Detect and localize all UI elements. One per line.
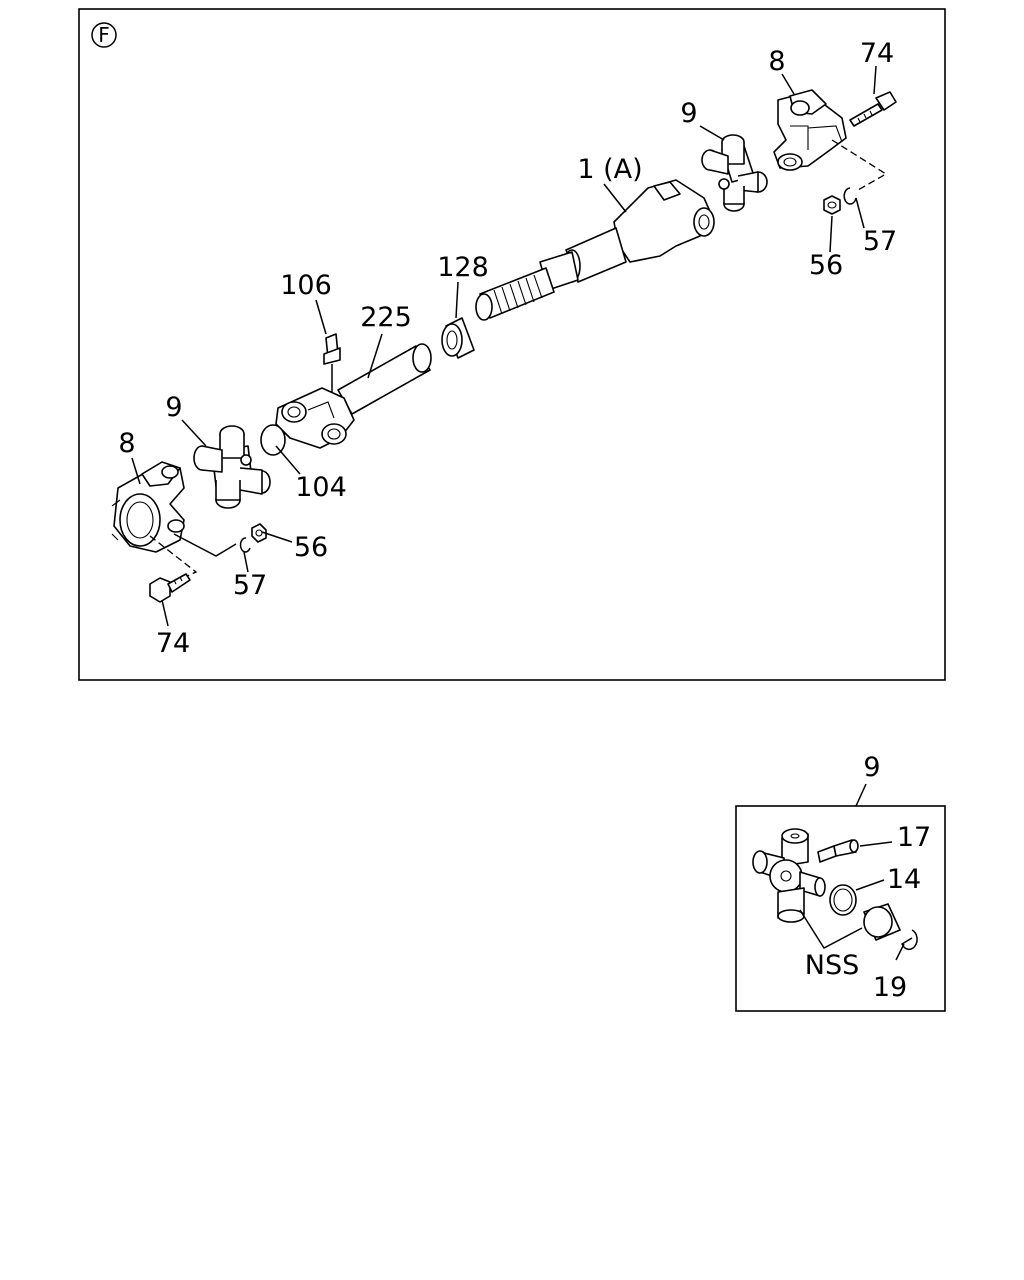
detail-view-title: 9 bbox=[863, 752, 880, 783]
flange-yoke-left bbox=[111, 461, 185, 553]
spider-left bbox=[193, 425, 271, 509]
tube-yoke bbox=[275, 387, 355, 449]
detail-callout-grease-nipple: 17 bbox=[897, 822, 931, 853]
callout-slip-tube: 225 bbox=[360, 302, 412, 333]
detail-snap-ring bbox=[901, 929, 918, 951]
callout-plug: 104 bbox=[295, 472, 347, 503]
main-view: F bbox=[78, 8, 946, 681]
view-badge: F bbox=[91, 22, 117, 48]
detail-grease-nipple bbox=[817, 839, 859, 863]
leader-lines bbox=[131, 65, 877, 627]
spider-right bbox=[701, 134, 768, 212]
callout-washer-left: 57 bbox=[233, 570, 267, 601]
detail-view: 9 bbox=[735, 752, 946, 1012]
seal-ring bbox=[441, 317, 475, 359]
main-view-frame bbox=[78, 8, 946, 681]
view-badge-letter: F bbox=[98, 23, 110, 47]
callout-shaft-assembly: 1 (A) bbox=[577, 154, 642, 185]
shaft-assembly bbox=[475, 179, 715, 321]
flange-yoke-right bbox=[773, 89, 847, 171]
detail-view-frame bbox=[735, 805, 946, 1012]
plug bbox=[260, 424, 286, 456]
detail-callout-snap-ring: 19 bbox=[873, 972, 907, 1003]
callout-grease-fitting: 106 bbox=[280, 270, 332, 301]
detail-callout-bearing-note: NSS bbox=[805, 950, 859, 981]
detail-bearing-cup bbox=[863, 903, 901, 941]
detail-spider bbox=[752, 828, 826, 923]
washer-right bbox=[843, 187, 857, 205]
nut-right bbox=[823, 195, 841, 215]
callout-bolt-right: 74 bbox=[860, 38, 894, 69]
callout-washer-right: 57 bbox=[863, 226, 897, 257]
grease-fitting bbox=[323, 333, 341, 392]
bolt-left bbox=[149, 573, 191, 603]
alignment-line-right bbox=[831, 139, 888, 191]
nut-left bbox=[251, 523, 267, 543]
detail-callout-seal: 14 bbox=[887, 864, 921, 895]
callout-spider-left: 9 bbox=[165, 392, 182, 423]
callout-spider-right: 9 bbox=[680, 98, 697, 129]
callout-nut-left: 56 bbox=[294, 532, 328, 563]
alignment-line-left bbox=[149, 535, 198, 583]
slip-tube bbox=[337, 343, 432, 415]
callout-nut-right: 56 bbox=[809, 250, 843, 281]
callout-yoke-left: 8 bbox=[118, 428, 135, 459]
callout-seal-ring: 128 bbox=[437, 252, 489, 283]
alignment-line-left-2 bbox=[173, 533, 237, 557]
callout-yoke-right: 8 bbox=[768, 46, 785, 77]
detail-leader-lines bbox=[799, 841, 905, 961]
detail-seal bbox=[829, 884, 857, 916]
bolt-right bbox=[849, 91, 897, 127]
washer-left bbox=[239, 537, 251, 553]
callout-bolt-left: 74 bbox=[156, 628, 190, 659]
